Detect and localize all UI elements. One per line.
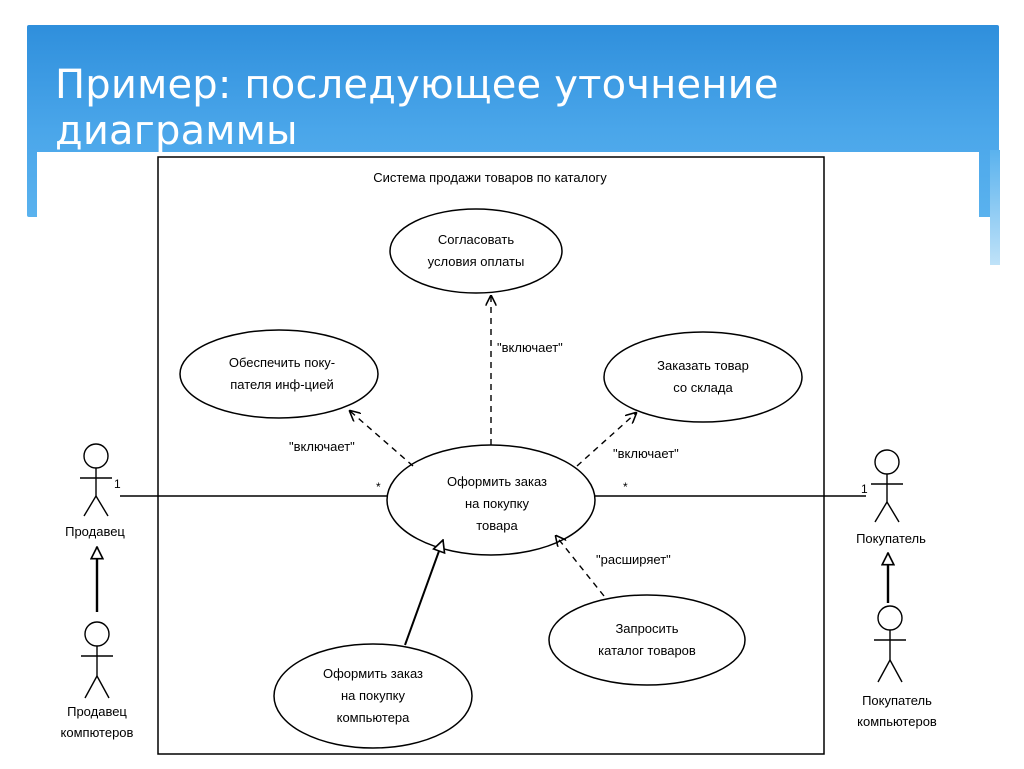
- actor-seller-label: Продавец: [65, 524, 125, 539]
- stereotype-include-left: "включает": [289, 439, 355, 454]
- usecase-provide-info: Обеспечить поку- пателя инф-цией: [179, 329, 379, 419]
- actor-seller: [80, 443, 112, 517]
- multiplicity-buyer: 1: [861, 482, 868, 496]
- usecase-label: Согласовать: [438, 232, 514, 247]
- usecase-order-from-stock: Заказать товар со склада: [603, 331, 803, 423]
- usecase-place-order: Оформить заказ на покупку товара: [386, 444, 596, 556]
- include-arrow-left: [350, 411, 414, 467]
- usecase-label: Заказать товар: [657, 358, 749, 373]
- usecase-label: на покупку: [465, 496, 529, 511]
- use-case-diagram: Система продажи товаров по каталогу Согл…: [61, 156, 937, 755]
- system-name: Система продажи товаров по каталогу: [373, 170, 607, 185]
- actor-computer-seller-label: компютеров: [61, 725, 134, 740]
- actor-computer-buyer-label: компьютеров: [857, 714, 937, 729]
- usecase-label: товара: [476, 518, 518, 533]
- stereotype-include-top: "включает": [497, 340, 563, 355]
- actor-computer-buyer-label: Покупатель: [862, 693, 932, 708]
- include-arrow-right: [576, 413, 636, 467]
- usecase-place-computer-order: Оформить заказ на покупку компьютера: [273, 643, 473, 749]
- actor-computer-seller-label: Продавец: [67, 704, 127, 719]
- usecase-label: Обеспечить поку-: [229, 355, 335, 370]
- multiplicity-seller-usecase: *: [376, 480, 381, 494]
- usecase-request-catalog: Запросить каталог товаров: [548, 594, 746, 686]
- stereotype-extend: "расширяет": [596, 552, 671, 567]
- usecase-label: Оформить заказ: [447, 474, 547, 489]
- usecase-label: каталог товаров: [598, 643, 696, 658]
- multiplicity-seller: 1: [114, 477, 121, 491]
- usecase-label: Оформить заказ: [323, 666, 423, 681]
- usecase-label: компьютера: [337, 710, 411, 725]
- diagram-panel: Система продажи товаров по каталогу Согл…: [37, 152, 979, 764]
- usecase-label: на покупку: [341, 688, 405, 703]
- slide-title: Пример: последующее уточнение диаграммы: [55, 62, 779, 154]
- actor-buyer: [871, 449, 903, 523]
- stereotype-include-right: "включает": [613, 446, 679, 461]
- usecase-generalization-arrow: [404, 540, 443, 646]
- header-accent: [990, 150, 1000, 265]
- system-boundary: [157, 156, 825, 755]
- usecase-label: Запросить: [615, 621, 678, 636]
- actor-buyer-label: Покупатель: [856, 531, 926, 546]
- actor-computer-buyer: [874, 605, 906, 683]
- usecase-agree-payment: Согласовать условия оплаты: [389, 208, 563, 294]
- usecase-label: пателя инф-цией: [230, 377, 334, 392]
- multiplicity-buyer-usecase: *: [623, 480, 628, 494]
- actor-computer-seller: [81, 621, 113, 699]
- usecase-label: условия оплаты: [428, 254, 525, 269]
- usecase-label: со склада: [673, 380, 733, 395]
- extend-arrow: [556, 536, 605, 597]
